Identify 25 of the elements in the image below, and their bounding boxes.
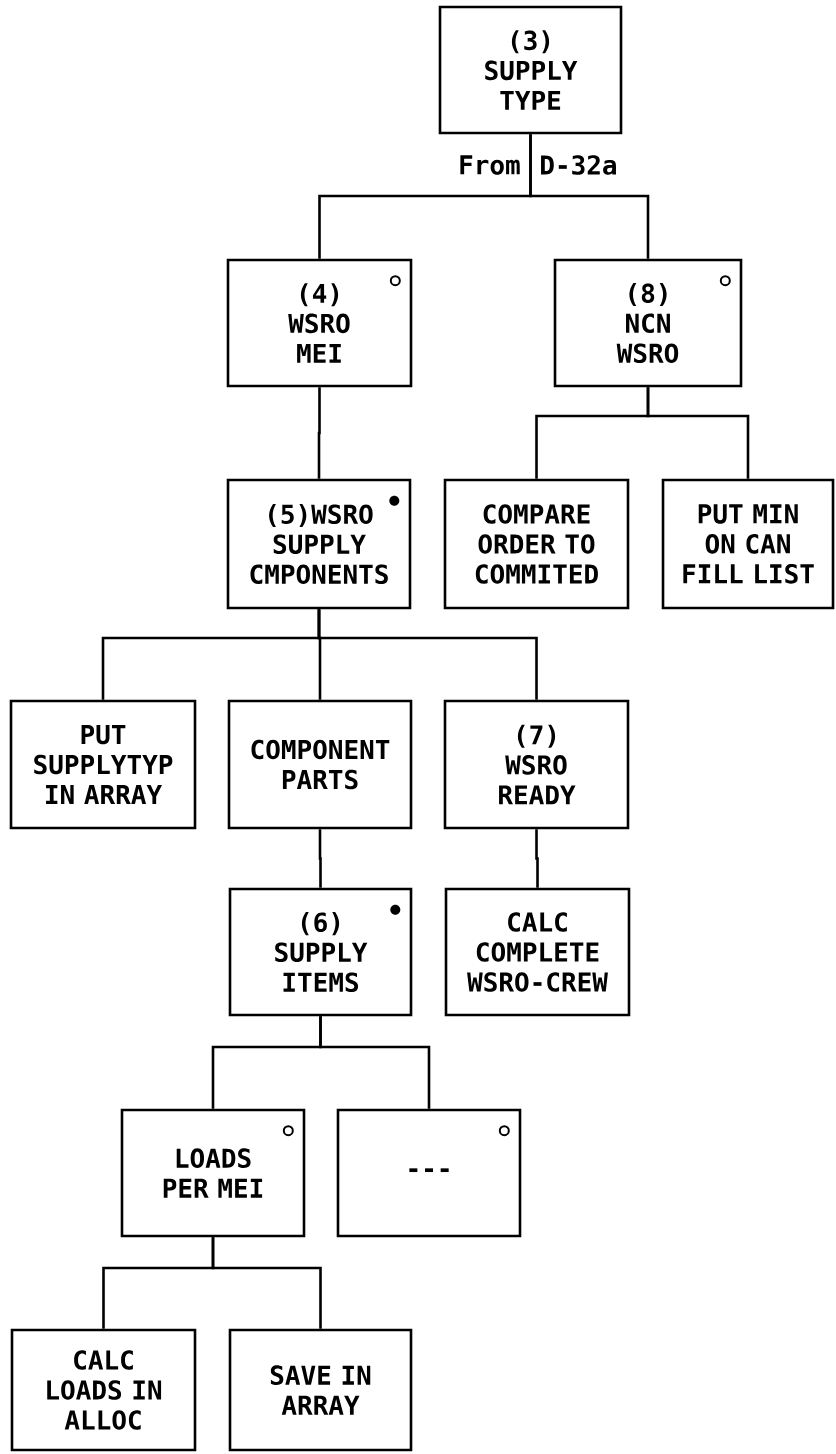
process-box: CALC LOADS IN ALLOC	[10, 1328, 197, 1452]
connector-line	[319, 1016, 431, 1109]
process-box: (6) SUPPLY ITEMS	[228, 887, 413, 1017]
process-box: ---	[336, 1108, 522, 1238]
process-box: (8) NCN WSRO	[553, 258, 743, 388]
connector-line	[529, 134, 650, 259]
process-box: COMPARE ORDER TO COMMITED	[443, 478, 630, 610]
process-box: (3) SUPPLY TYPE	[438, 5, 623, 135]
note-label: D-32a	[541, 155, 616, 175]
process-box: PUT SUPPLYTYP IN ARRAY	[9, 699, 197, 830]
connector-line	[318, 829, 322, 888]
process-box: COMPONENT PARTS	[227, 699, 413, 830]
connector-line	[317, 387, 321, 479]
connector-line	[646, 387, 750, 479]
process-box: (4) WSRO MEI	[226, 258, 413, 388]
process-box: (7) WSRO READY	[443, 699, 630, 830]
process-box: PUT MIN ON CAN FILL LIST	[661, 478, 835, 610]
connector-line	[211, 1237, 322, 1329]
note-label: From	[460, 155, 520, 175]
connector-line	[317, 609, 538, 700]
process-box: LOADS PER MEI	[120, 1108, 306, 1238]
connector-line	[535, 829, 539, 888]
process-box: SAVE IN ARRAY	[228, 1328, 413, 1452]
process-box: CALC COMPLETE WSRO-CREW	[444, 887, 631, 1017]
process-box: (5)WSRO SUPPLY CMPONENTS	[226, 478, 412, 610]
